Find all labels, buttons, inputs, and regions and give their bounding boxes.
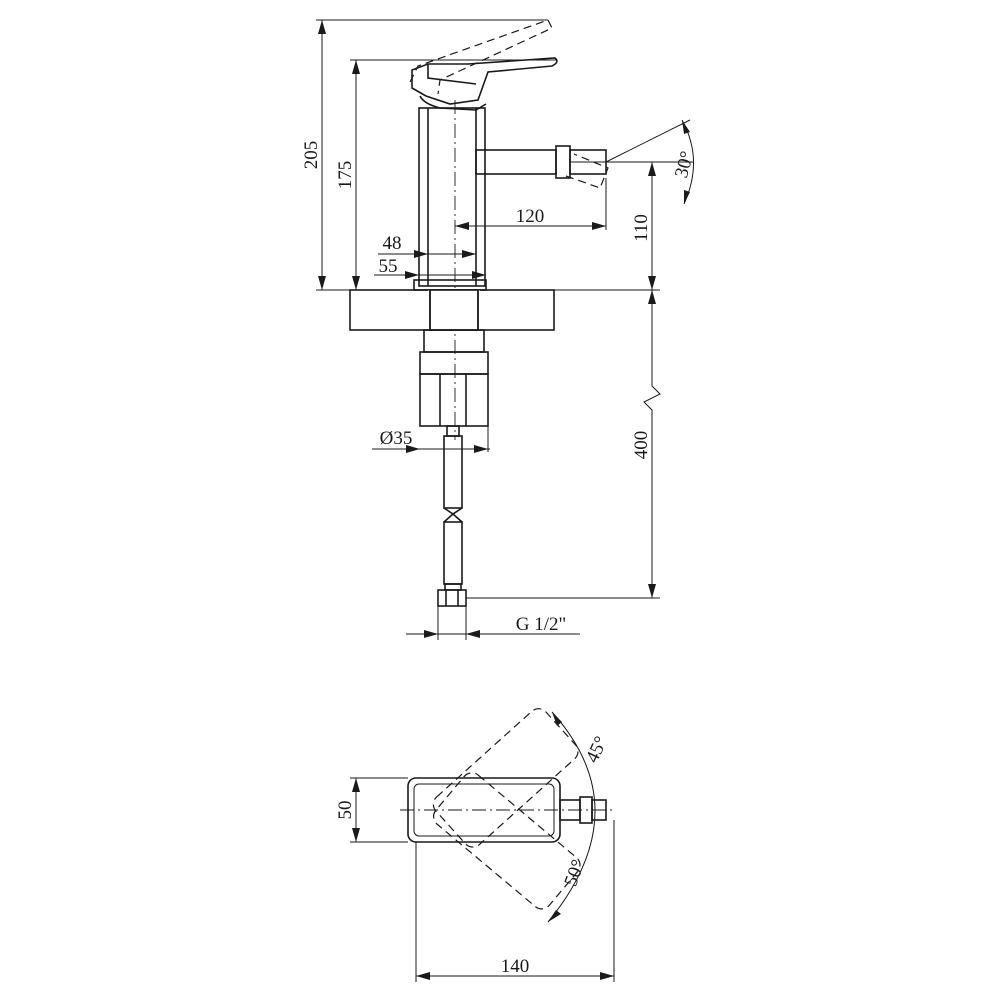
top-handle-rotated-left [432,708,579,848]
top-handle-rotated-right [433,772,581,910]
aerator [555,145,571,179]
connector [419,373,489,427]
dim-45deg: 45° [582,733,612,766]
lever-handle [411,57,558,105]
faucet-top-view [400,708,616,910]
mounting-parts [419,329,489,427]
dim-dia35: Ø35 [380,428,413,449]
hose-nut [437,589,467,607]
dim-120: 120 [516,206,545,227]
top-dimensions: 50 140 45° 50° [335,711,615,982]
dim-g12: G 1/2" [516,614,567,635]
nut [419,351,489,375]
washer [423,329,485,353]
dim-110: 110 [631,214,652,242]
dim-205: 205 [301,141,322,170]
lever-handle-lifted [409,19,553,95]
dim-175: 175 [335,161,356,190]
spout [475,149,557,175]
nozzle-tilted [565,153,609,189]
dim-30deg: 30° [671,149,698,180]
dim-50: 50 [335,801,356,820]
faucet-body [418,107,486,287]
dim-55: 55 [379,256,398,277]
countertop-section [349,289,555,331]
dim-400: 400 [631,431,652,460]
side-dimensions: 205 175 120 110 30° 48 [301,19,698,640]
dim-48: 48 [383,233,402,254]
dim-140: 140 [501,956,530,977]
flex-hose [437,425,467,607]
